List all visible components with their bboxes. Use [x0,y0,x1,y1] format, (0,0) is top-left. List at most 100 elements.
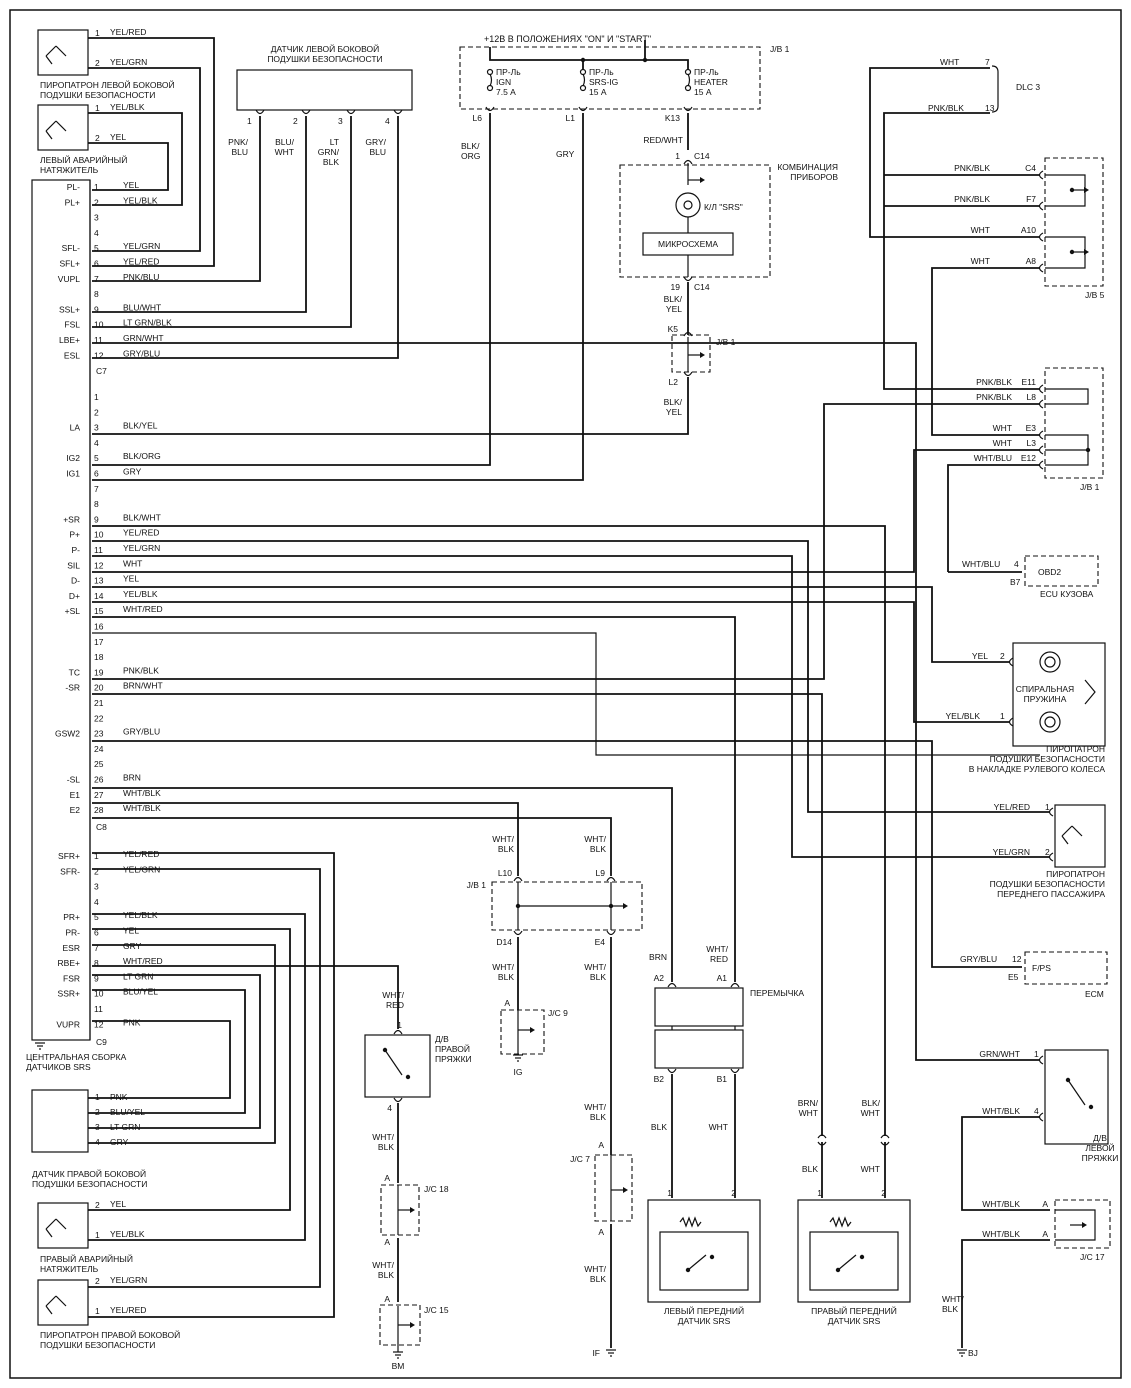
wire-color-label: LT [330,137,339,147]
wire-color-label: YEL [110,1199,126,1209]
fuse-icon [486,68,494,76]
pin-number: 1 [1034,1049,1039,1059]
left-buckle-box [1044,1049,1109,1145]
signal-label: SFR+ [58,851,80,861]
signal-label: PR+ [63,912,80,922]
wire-color-label: WHT [993,438,1012,448]
jumper-pin [730,982,740,988]
left-front-sensor-inner-box [659,1231,749,1291]
wire-color-label: LT GRN [110,1122,140,1132]
wire-color-label: GRN/ [318,147,340,157]
wire-color-label: BLK [590,972,606,982]
jb1-right-pin [1038,445,1044,455]
pin-number: 2 [731,1188,736,1198]
pin-number: 8 [94,289,99,299]
fuse-label: ПР-Ль [694,67,719,77]
right-front-sensor-caption: ДАТЧИК SRS [828,1316,881,1326]
left-pyro-caption: ПИРОПАТРОН ЛЕВОЙ БОКОВОЙ [40,79,175,90]
wire-color-label: WHT/BLK [982,1106,1020,1116]
jb5-name: J/B 5 [1085,290,1105,300]
wire-color-label: BLU [369,147,386,157]
wire-color-label: WHT [993,423,1012,433]
pin-label: A [384,1294,390,1304]
wire-color-label: BLK/ [862,1098,881,1108]
jc18-box [380,1184,420,1236]
pin-label: A8 [1026,256,1037,266]
ground-label: BJ [968,1348,978,1358]
jb5-arrow-icon [1084,187,1089,193]
wire-color-label: BLK [323,157,339,167]
wire-sil [92,449,1040,573]
connector-label: E5 [1008,972,1019,982]
pin-number: 5 [94,453,99,463]
wire-color-label: WHT/BLU [962,559,1000,569]
pin-number: 12 [94,560,104,570]
left-buckle-switch-icon [1065,1077,1071,1083]
left-side-sensor-title: ПОДУШКИ БЕЗОПАСНОСТИ [267,54,382,64]
wire-color-label: PNK/BLK [928,103,964,113]
passenger-pyro-caption: ПЕРЕДНЕГО ПАССАЖИРА [997,889,1105,899]
cluster-pin-out [683,276,693,282]
left-front-sensor-switch-icon [687,1254,707,1271]
passenger-pyro-icon [1061,825,1083,845]
right-pretensioner-caption: НАТЯЖИТЕЛЬ [40,1264,99,1274]
pin-number: 1 [1045,802,1050,812]
wire-plus-sl [92,616,736,982]
right-front-sensor-switch-icon [859,1254,865,1260]
connector-label: C14 [694,282,710,292]
fuse-label: 7.5 А [496,87,516,97]
wire-color-label: BLK [498,844,514,854]
wire-color-label: WHT/ [584,834,606,844]
left-buckle-caption: ЛЕВОЙ [1085,1142,1114,1153]
central-caption: ДАТЧИКОВ SRS [26,1062,91,1072]
signal-label: SIL [67,560,80,570]
dlc3-bracket [991,65,999,113]
wire-color-label: WHT/BLK [982,1199,1020,1209]
right-buckle-pin [393,1097,403,1103]
jb1-k5-out [683,371,693,377]
instrument-cluster-title: КОМБИНАЦИЯ [777,162,838,172]
signal-label: P+ [69,530,80,540]
pin-number: 14 [94,591,104,601]
spiral-name: СПИРАЛЬНАЯ [1016,684,1074,694]
wire-color-label: BLK [378,1142,394,1152]
obd2-caption: ECU КУЗОВА [1040,589,1094,599]
wire-color-label: BLK/WHT [123,512,161,522]
pin-number: 21 [94,698,104,708]
wire-color-label: BLK [802,1164,818,1174]
wire-la [92,377,689,435]
jb1-mid-pin [606,876,616,882]
wire-color-label: WHT [861,1108,880,1118]
pin-number: 5 [94,912,99,922]
pin-number: 7 [94,943,99,953]
instrument-cluster-title: ПРИБОРОВ [790,172,838,182]
signal-label: LBE+ [59,335,80,345]
jc17-name: J/C 17 [1080,1252,1105,1262]
pin-label: A10 [1021,225,1036,235]
pin-number: 7 [985,57,990,67]
connector-label: B1 [717,1074,728,1084]
jb1-k5-in [683,331,693,337]
pin-number: 1 [95,28,100,38]
pin-label: A [598,1140,604,1150]
signal-label: D- [71,576,80,586]
wire-color-label: BLK [590,1112,606,1122]
diagram-frame [9,9,1122,1379]
pin-number: 9 [94,514,99,524]
connector-label: K5 [668,324,679,334]
jc18-name: J/C 18 [424,1184,449,1194]
wire-color-label: BLK [378,1270,394,1280]
fuse-box-name: J/B 1 [770,44,790,54]
wire-ig1 [92,113,584,481]
signal-label: PL+ [65,197,80,207]
pin-number: 3 [94,423,99,433]
passenger-pyro-pin [1048,807,1054,817]
wire-rbe-plus [92,965,399,1029]
pin-number: 13 [94,576,104,586]
pin-number: 7 [94,484,99,494]
wire-color-label: BLU/ [275,137,295,147]
right-pretensioner-caption: ПРАВЫЙ АВАРИЙНЫЙ [40,1253,133,1264]
wire-pl-minus [88,142,169,191]
wire-color-label: GRY [556,149,575,159]
wire-plus-sr [92,525,886,1136]
